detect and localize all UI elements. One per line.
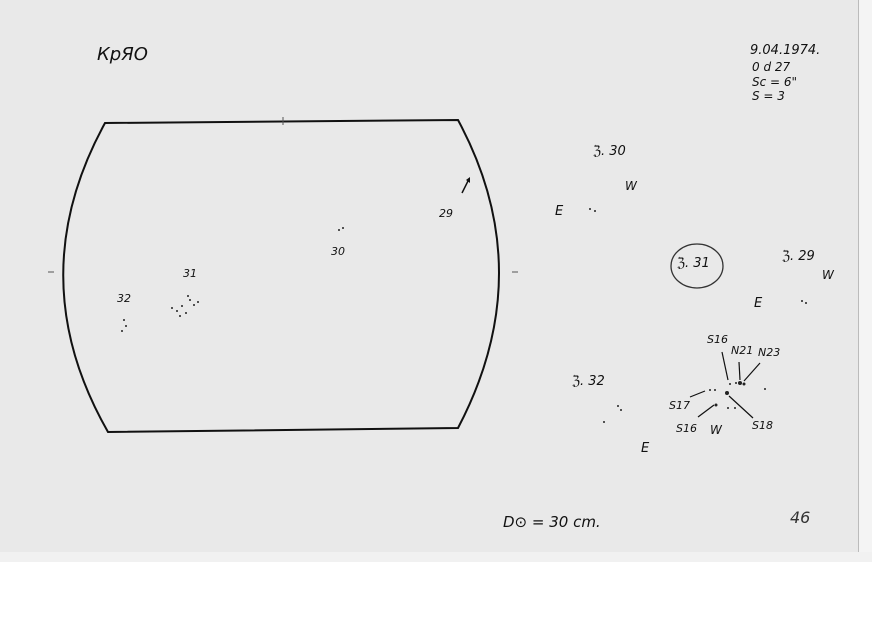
date-label: 9.04.1974.: [750, 43, 821, 58]
sketch-29-title: ℨ. 29: [782, 249, 815, 264]
spot-label-s18: S18: [752, 419, 773, 432]
observatory-label: КрЯО: [97, 44, 148, 65]
seeing-label: Sc = 6": [752, 75, 798, 89]
spot-label-n23: N23: [758, 346, 781, 359]
disk-group-30: 30: [331, 245, 345, 258]
sketch-30-east: E: [555, 204, 564, 219]
diameter-label: D⊙ = 30 cm.: [503, 513, 601, 531]
time-label: 0 d 27: [752, 60, 791, 74]
paper-sheet: [0, 0, 858, 552]
disk-group-32: 32: [117, 292, 131, 305]
sketch-29-west: W: [822, 268, 834, 282]
sketch-32-title: ℨ. 32: [572, 374, 605, 389]
sketch-32-west: W: [710, 423, 722, 437]
sketch-30-title: ℨ. 30: [593, 144, 626, 159]
solar-disk-outline: [62, 118, 500, 434]
spots-32: [121, 319, 127, 332]
paper-edge: [858, 0, 872, 560]
sketch-spots: [589, 208, 807, 423]
sketch-29-east: E: [754, 296, 763, 311]
sketch-30-west: W: [625, 179, 637, 193]
page-number: 46: [790, 508, 811, 527]
spot-label-s16: S16: [707, 333, 728, 346]
leader-lines: [689, 351, 761, 419]
spots-30: [338, 227, 344, 231]
sketch-31-title: ℨ. 31: [677, 256, 710, 271]
group-31-circle: [670, 243, 724, 289]
spot-label-s17: S17: [669, 399, 690, 412]
spot-label-s16b: S16: [676, 422, 697, 435]
spot-label-n21: N21: [731, 344, 754, 357]
disk-group-31: 31: [183, 267, 197, 280]
scan-margin: [0, 552, 872, 562]
sketch-32-east: E: [641, 441, 650, 456]
s-label: S = 3: [752, 89, 785, 103]
spots-31: [171, 295, 199, 317]
disk-group-29: 29: [439, 207, 453, 220]
